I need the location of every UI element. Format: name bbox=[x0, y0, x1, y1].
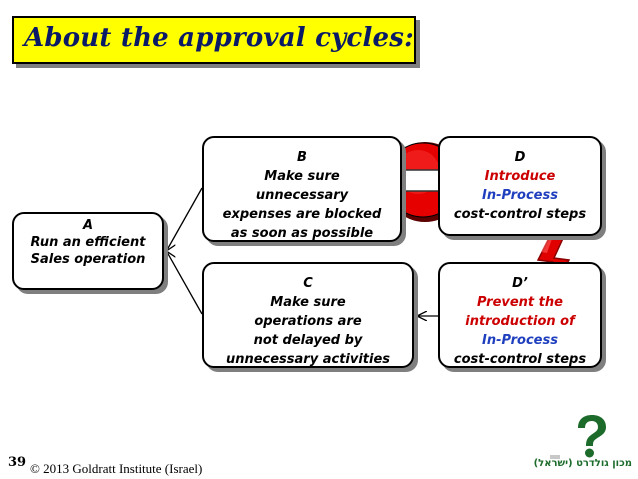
box-c-line-4: unnecessary activities bbox=[225, 352, 391, 367]
goldratt-logo: מכון גולדרט (ישראל) bbox=[533, 414, 632, 476]
entity-box-c: C Make sure operations are not delayed b… bbox=[202, 262, 414, 368]
box-d-line-3: cost-control steps bbox=[453, 207, 587, 222]
slide-title: About the approval cycles: bbox=[24, 23, 414, 53]
box-d2-line-2: introduction of bbox=[465, 314, 575, 329]
arrow-c-to-a bbox=[167, 252, 203, 315]
box-d2-line-3: In-Process bbox=[482, 333, 558, 348]
arrow-b-to-a bbox=[167, 187, 203, 250]
box-d-line-1: Introduce bbox=[484, 169, 556, 184]
copyright-text: © 2013 Goldratt Institute (Israel) bbox=[30, 461, 203, 476]
box-b-line-4: as soon as possible bbox=[230, 226, 374, 241]
entity-box-b: B Make sure unnecessary expenses are blo… bbox=[202, 136, 402, 242]
box-c-label: C bbox=[303, 276, 313, 291]
slide-number: 39 bbox=[8, 455, 27, 470]
box-c-line-2: operations are bbox=[254, 314, 362, 329]
box-d-line-2: In-Process bbox=[482, 188, 558, 203]
box-d2-line-1: Prevent the bbox=[477, 295, 563, 310]
box-d-label: D bbox=[514, 150, 526, 165]
box-c-line-3: not delayed by bbox=[253, 333, 363, 348]
box-a-line-1: Run an efficient bbox=[30, 235, 146, 250]
box-d2-label: D’ bbox=[512, 276, 528, 291]
box-b-line-2: unnecessary bbox=[255, 188, 349, 203]
title-banner: About the approval cycles: bbox=[12, 16, 416, 64]
box-a-line-2: Sales operation bbox=[30, 252, 146, 267]
entity-box-a: A Run an efficient Sales operation bbox=[12, 212, 164, 290]
entity-box-d: D Introduce In-Process cost-control step… bbox=[438, 136, 602, 236]
box-d2-line-4: cost-control steps bbox=[453, 352, 587, 367]
box-c-line-1: Make sure bbox=[270, 295, 346, 310]
box-b-line-3: expenses are blocked bbox=[222, 207, 382, 222]
box-a-label: A bbox=[82, 218, 94, 233]
entity-box-d-prime: D’ Prevent the introduction of In-Proces… bbox=[438, 262, 602, 368]
question-mark-logo-icon bbox=[550, 415, 606, 459]
box-b-label: B bbox=[297, 150, 307, 165]
box-b-line-1: Make sure bbox=[264, 169, 340, 184]
logo-caption: מכון גולדרט (ישראל) bbox=[533, 458, 632, 469]
